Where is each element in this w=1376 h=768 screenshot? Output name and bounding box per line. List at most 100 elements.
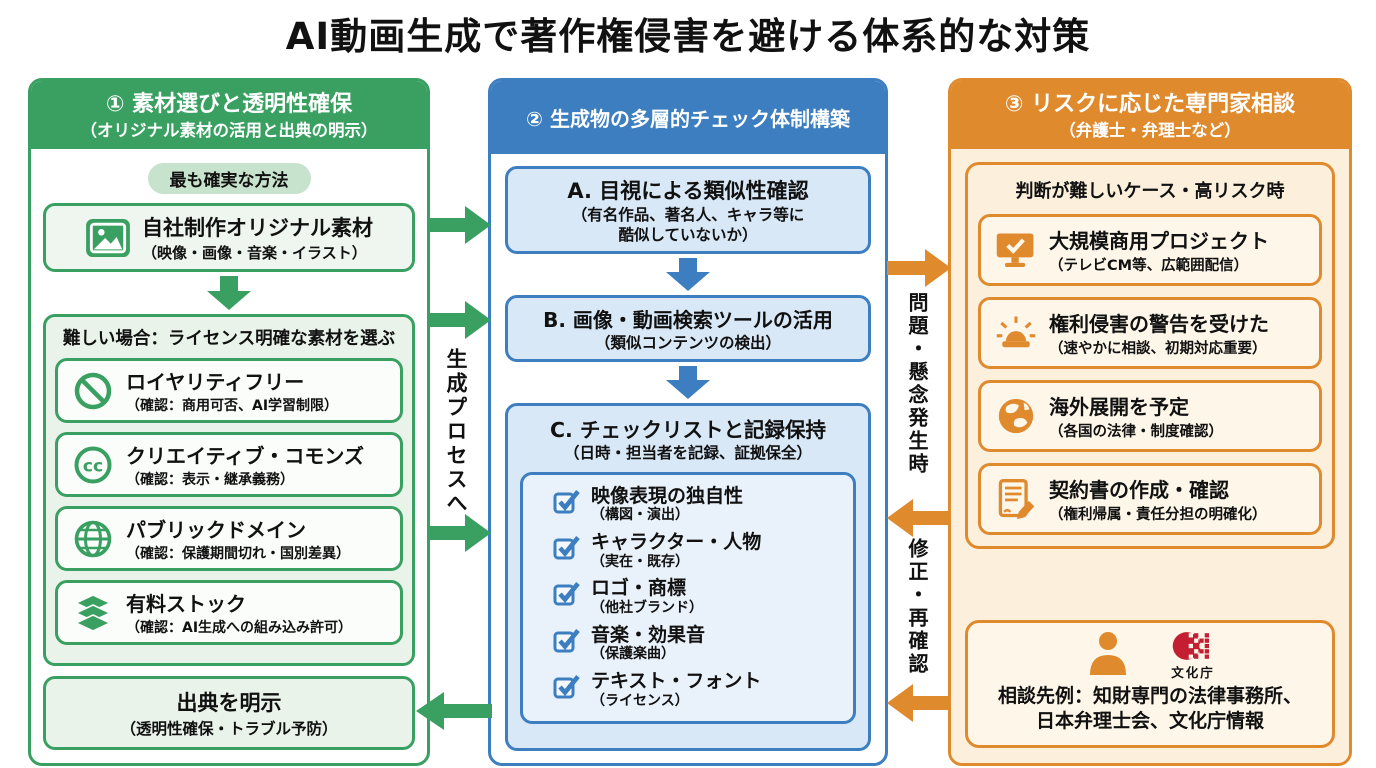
list-item-infringement-warning: 権利侵害の警告を受けた （速やかに相談、初期対応重要） — [978, 297, 1322, 370]
list-item-public-domain: パブリックドメイン （確認：保護期間切れ・国別差異） — [55, 506, 403, 572]
panel-expert-consult: ③ リスクに応じた専門家相談 （弁護士・弁理士など） 判断が難しいケース・高リス… — [948, 78, 1352, 766]
checkbox-icon — [553, 582, 580, 606]
list-item-subtitle: （各国の法律・制度確認） — [1049, 424, 1223, 441]
list-item-commercial-project: 大規模商用プロジェクト （テレビCM等、広範囲配信） — [978, 214, 1322, 287]
arrow-right-icon — [427, 301, 491, 339]
checklist-item: キャラクター・人物 （実在・既存） — [553, 530, 847, 571]
checklist-item-subtitle: （ライセンス） — [591, 692, 689, 709]
checkbox-icon — [553, 628, 580, 653]
high-risk-heading: 判断が難しいケース・高リスク時 — [1015, 181, 1285, 203]
checkbox-icon — [553, 674, 580, 699]
most-reliable-badge: 最も確実な方法 — [147, 163, 311, 195]
arrow-right-icon — [887, 249, 951, 287]
list-item-title: 契約書の作成・確認 — [1049, 478, 1229, 503]
revise-recheck-label: 修正・再確認 — [905, 538, 929, 676]
arrow-down-icon — [666, 258, 710, 292]
contact-line: 日本弁理士会、文化庁情報 — [1035, 710, 1264, 733]
contact-line: 相談先例：知財専門の法律事務所、 — [997, 684, 1302, 707]
list-item-royalty-free: ロイヤリティフリー （確認：商用可否、AI学習制限） — [55, 358, 403, 424]
step-c-title: C. チェックリストと記録保持 — [550, 418, 826, 443]
checkbox-icon — [553, 489, 580, 514]
list-item-overseas-expansion: 海外展開を予定 （各国の法律・制度確認） — [978, 380, 1322, 453]
step-a-title: A. 目視による類似性確認 — [567, 179, 809, 203]
panel-right-title: ③ リスクに応じた専門家相談 — [1004, 92, 1296, 117]
list-item-paid-stock: 有料ストック （確認：AI生成への組み込み許可） — [55, 580, 403, 646]
licensed-material-heading: 難しい場合：ライセンス明確な素材を選ぶ — [62, 329, 396, 350]
panel-left-title: ① 素材選びと透明性確保 — [105, 92, 353, 117]
panel-material-selection: ① 素材選びと透明性確保 （オリジナル素材の活用と出典の明示） 最も確実な方法 … — [28, 78, 430, 766]
list-item-subtitle: （確認：保護期間切れ・国別差異） — [126, 546, 350, 563]
checklist-item-subtitle: （保護楽曲） — [591, 646, 675, 663]
bunkacho-logo-icon — [1172, 631, 1209, 660]
checklist-item-title: 音楽・効果音 — [591, 623, 706, 646]
no-entry-icon — [74, 372, 112, 409]
step-b-subtitle: （類似コンテンツの検出） — [594, 334, 781, 353]
step-a-subtitle: 酷似していないか） — [618, 226, 758, 245]
checklist-item-title: テキスト・フォント — [591, 669, 762, 692]
checklist-item: 映像表現の独自性 （構図・演出） — [553, 484, 847, 525]
list-item-title: パブリックドメイン — [126, 518, 306, 543]
checklist-item-subtitle: （実在・既存） — [591, 553, 689, 570]
cite-source-subtitle: （透明性確保・トラブル予防） — [120, 720, 338, 738]
globe-icon — [998, 398, 1034, 434]
original-material-subtitle: （映像・画像・音楽・イラスト） — [142, 244, 367, 263]
creative-commons-icon: cc — [74, 446, 112, 484]
step-b-title: B. 画像・動画検索ツールの活用 — [543, 308, 833, 333]
arrow-down-icon — [207, 276, 251, 311]
checklist-item: ロゴ・商標 （他社ブランド） — [553, 577, 847, 617]
person-icon — [1090, 631, 1126, 675]
list-item-title: 権利侵害の警告を受けた — [1049, 312, 1269, 337]
step-a-subtitle: （有名作品、著名人、キャラ等に — [571, 206, 805, 224]
list-item-subtitle: （確認：AI生成への組み込み許可） — [126, 620, 353, 637]
svg-text:cc: cc — [83, 456, 103, 476]
list-item-subtitle: （速やかに相談、初期対応重要） — [1049, 341, 1267, 358]
cite-source-box: 出典を明示 （透明性確保・トラブル予防） — [43, 676, 415, 750]
list-item-title: クリエイティブ・コモンズ — [126, 444, 364, 469]
page-title: AI動画生成で著作権侵害を避ける体系的な対策 — [285, 15, 1091, 58]
checklist-item-title: ロゴ・商標 — [591, 577, 687, 600]
layers-icon — [74, 593, 112, 632]
list-item-title: 海外展開を予定 — [1049, 395, 1189, 420]
siren-icon — [996, 316, 1036, 348]
original-material-box: 自社制作オリジナル素材 （映像・画像・音楽・イラスト） — [43, 203, 415, 273]
panel-left-header: ① 素材選びと透明性確保 （オリジナル素材の活用と出典の明示） — [31, 81, 427, 150]
bunkacho-logo: 文化庁 — [1171, 630, 1215, 681]
licensed-material-group: 難しい場合：ライセンス明確な素材を選ぶ ロイヤリティフリー （確認：商用可否、A… — [43, 314, 415, 666]
panel-center-header: ② 生成物の多層的チェック体制構築 — [491, 81, 885, 154]
panel-left-subtitle: （オリジナル素材の活用と出典の明示） — [80, 120, 378, 140]
checklist-item-title: キャラクター・人物 — [591, 530, 762, 553]
image-icon — [86, 218, 130, 257]
list-item-subtitle: （権利帰属・責任分担の明確化） — [1049, 507, 1267, 524]
step-a-box: A. 目視による類似性確認 （有名作品、著名人、キャラ等に 酷似していないか） — [505, 166, 871, 255]
arrow-down-icon — [666, 366, 710, 400]
problem-occurs-label: 問題・懸念発生時 — [905, 292, 929, 476]
arrow-left-icon — [416, 692, 492, 730]
generation-process-label: 生成プロセスへ — [444, 348, 468, 516]
arrow-left-icon — [887, 684, 951, 722]
checklist-item-subtitle: （構図・演出） — [591, 507, 689, 524]
panel-center-title: ② 生成物の多層的チェック体制構築 — [526, 107, 850, 131]
arrow-right-icon — [427, 514, 491, 552]
globe-icon — [74, 520, 112, 557]
list-item-title: 有料ストック — [126, 592, 246, 617]
list-item-subtitle: （確認：商用可否、AI学習制限） — [126, 398, 339, 415]
checklist-item: 音楽・効果音 （保護楽曲） — [553, 623, 847, 664]
checklist-item-subtitle: （他社ブランド） — [591, 600, 703, 617]
cite-source-title: 出典を明示 — [176, 691, 282, 715]
list-item-creative-commons: cc クリエイティブ・コモンズ （確認：表示・継承義務） — [55, 432, 403, 498]
panel-right-header: ③ リスクに応じた専門家相談 （弁護士・弁理士など） — [951, 81, 1349, 150]
list-item-subtitle: （確認：表示・継承義務） — [126, 472, 294, 489]
checklist-item: テキスト・フォント （ライセンス） — [553, 669, 847, 710]
contract-icon — [998, 479, 1035, 520]
panel-check-system: ② 生成物の多層的チェック体制構築 A. 目視による類似性確認 （有名作品、著名… — [488, 78, 888, 766]
arrow-right-icon — [427, 206, 491, 244]
list-item-title: 大規模商用プロジェクト — [1049, 229, 1269, 254]
arrow-left-icon — [887, 499, 951, 537]
step-c-subtitle: （日時・担当者を記録、証拠保全） — [563, 444, 812, 463]
contacts-box: 文化庁 相談先例：知財専門の法律事務所、 日本弁理士会、文化庁情報 — [965, 619, 1335, 748]
original-material-title: 自社制作オリジナル素材 — [142, 216, 373, 241]
step-c-box: C. チェックリストと記録保持 （日時・担当者を記録、証拠保全） 映像表現の独自… — [505, 403, 871, 751]
checklist-item-title: 映像表現の独自性 — [591, 484, 744, 507]
list-item-subtitle: （テレビCM等、広範囲配信） — [1049, 258, 1249, 275]
list-item-title: ロイヤリティフリー — [126, 370, 305, 395]
